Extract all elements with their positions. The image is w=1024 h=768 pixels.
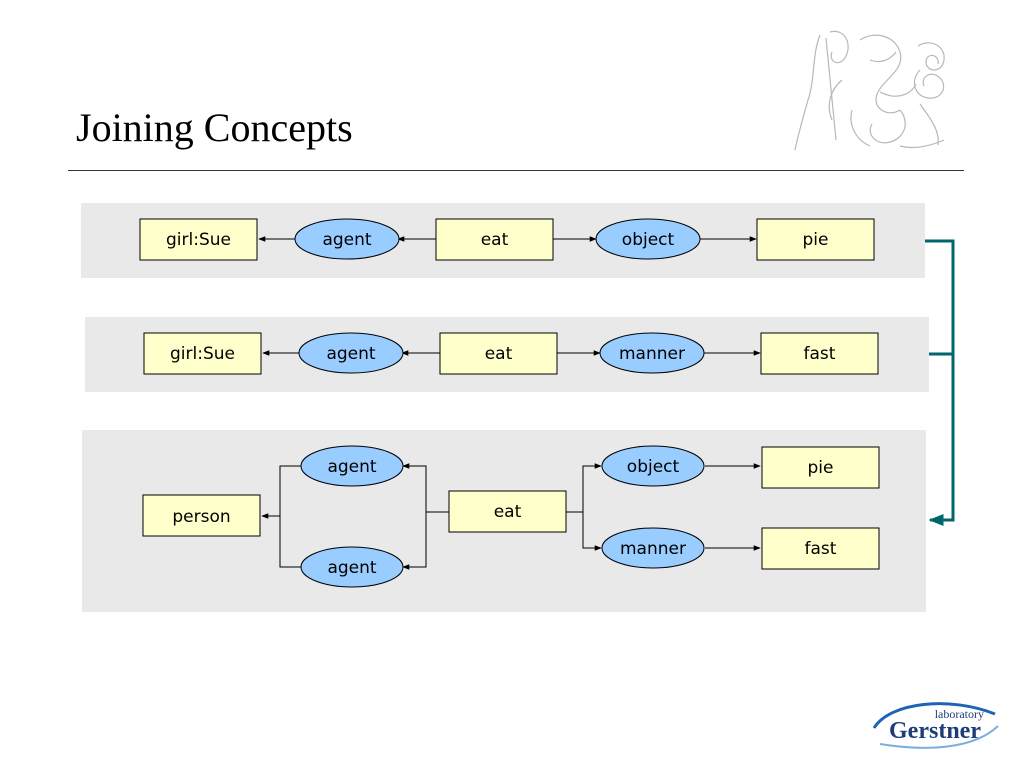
relation-label: object: [622, 230, 675, 250]
edge-eat-to-object: [566, 463, 602, 513]
edge-eat-to-manner: [582, 512, 602, 551]
edge-agent-top-to-person: [261, 465, 301, 519]
concept-girl-sue: girl:Sue: [139, 218, 258, 261]
graph-2: girl:Sue agent eat manner fast: [143, 332, 879, 375]
relation-label: manner: [619, 344, 685, 364]
relation-label: agent: [327, 457, 376, 477]
concept-pie: pie: [761, 446, 880, 489]
relation-label: agent: [327, 558, 376, 578]
edges: [261, 463, 761, 570]
crest-watermark: [794, 30, 945, 151]
relation-label: object: [627, 457, 680, 477]
joined-graph: person agent agent eat object manner pie: [142, 445, 880, 588]
concept-label: fast: [805, 539, 837, 559]
concept-girl-sue: girl:Sue: [143, 332, 262, 375]
logo-swoosh-lower: [879, 725, 999, 749]
relation-agent: agent: [294, 218, 400, 260]
concept-label: fast: [804, 344, 836, 364]
relation-manner: manner: [601, 527, 705, 569]
edge-eat-to-agent-top: [402, 463, 449, 513]
relation-agent: agent: [298, 332, 404, 374]
concept-label: person: [172, 507, 230, 527]
concept-fast: fast: [761, 527, 880, 570]
relation-label: agent: [326, 344, 375, 364]
concept-label: pie: [808, 458, 834, 478]
slide-title: Joining Concepts: [76, 105, 353, 150]
concept-label: pie: [803, 230, 829, 250]
graph-1: girl:Sue agent eat object pie: [139, 218, 875, 261]
title-divider: [68, 170, 964, 171]
logo-swoosh: [872, 702, 996, 729]
concept-eat: eat: [435, 218, 554, 261]
relation-label: manner: [620, 539, 686, 559]
relation-agent-top: agent: [300, 445, 404, 487]
concept-fast: fast: [760, 332, 879, 375]
logo-tagline: laboratory: [935, 707, 984, 721]
edge-eat-to-agent-bottom: [402, 512, 427, 570]
concept-eat: eat: [448, 490, 567, 533]
concept-eat: eat: [439, 332, 558, 375]
logo-word: Gerstner: [889, 718, 981, 744]
join-connector: [925, 239, 955, 526]
gerstner-logo: laboratory Gerstner: [872, 702, 999, 749]
relation-object: object: [595, 218, 701, 260]
concept-label: eat: [481, 230, 509, 250]
concept-pie: pie: [756, 218, 875, 261]
relation-label: agent: [322, 230, 371, 250]
relation-agent-bottom: agent: [300, 546, 404, 588]
relation-manner: manner: [599, 332, 705, 374]
relation-object: object: [601, 445, 705, 487]
concept-person: person: [142, 494, 261, 537]
concept-label: eat: [485, 344, 513, 364]
edge-agent-bottom-to-person: [279, 516, 301, 568]
concept-label: eat: [494, 502, 522, 522]
concept-label: girl:Sue: [166, 230, 231, 250]
concept-label: girl:Sue: [170, 344, 235, 364]
